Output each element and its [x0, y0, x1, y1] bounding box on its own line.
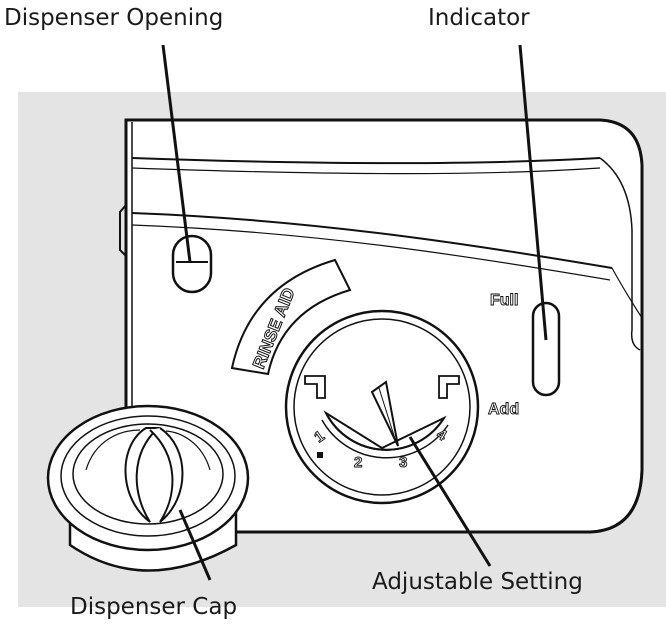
housing-contour-upper [131, 157, 601, 165]
leader-indicator [518, 44, 548, 341]
dial-notch-right [438, 375, 460, 399]
cap-grip-left [124, 427, 161, 523]
cap-grip-right [149, 427, 184, 523]
indicator-callout: Indicator [428, 5, 530, 31]
dial-notch-left [304, 375, 326, 399]
dispenser-opening[interactable] [171, 234, 213, 294]
leader-dispenser-cap [178, 509, 212, 581]
dispenser-opening-callout: Dispenser Opening [4, 5, 224, 31]
dispenser-cap[interactable] [46, 404, 250, 572]
housing-contour-lower [131, 212, 613, 269]
rinse-aid-label-bg [230, 258, 352, 376]
indicator-window [531, 301, 561, 397]
dispenser-cap-callout: Dispenser Cap [70, 594, 238, 620]
add-label: Add [488, 401, 519, 418]
dial-number-3: 3 [399, 454, 407, 471]
leader-adjustable-setting [408, 436, 492, 567]
adjustable-dial[interactable]: 1 2 3 4 [284, 309, 480, 505]
dial-pointer [370, 380, 399, 447]
dial-number-2: 2 [354, 454, 362, 471]
leader-dispenser-opening [161, 44, 192, 263]
full-label: Full [490, 292, 518, 309]
adjustable-setting-callout: Adjustable Setting [372, 569, 583, 595]
